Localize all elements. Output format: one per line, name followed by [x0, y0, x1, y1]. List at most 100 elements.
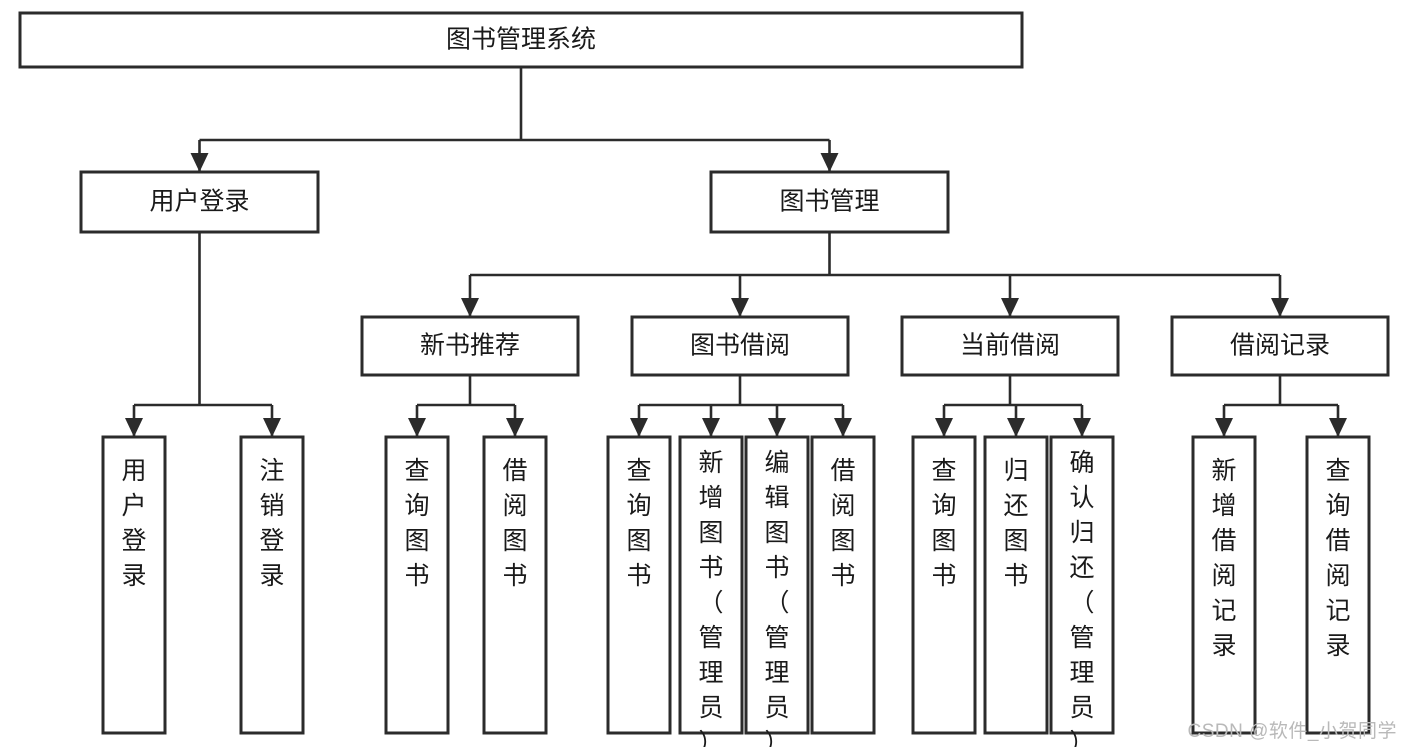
arrow-head-icon	[1271, 298, 1289, 317]
node-label-leaf-add-book-char-1: 增	[698, 484, 723, 512]
node-label-leaf-query-borrow-record-char-0: 查	[1325, 457, 1350, 485]
node-label-leaf-logout-char-1: 销	[259, 492, 284, 520]
node-label-leaf-add-book-char-2: 图	[698, 519, 723, 547]
node-label-leaf-query-book-borrow-char-2: 图	[626, 527, 651, 555]
node-box-leaf-add-borrow-record[interactable]	[1191, 435, 1257, 735]
node-box-book-management[interactable]	[709, 170, 950, 234]
node-current-borrow[interactable]: 当前借阅	[900, 315, 1120, 377]
arrow-head-icon	[1215, 418, 1233, 437]
node-label-leaf-borrow-book-recommend-char-3: 书	[502, 562, 527, 590]
arrow-head-icon	[731, 298, 749, 317]
node-label-leaf-add-book-char-5: 管	[698, 624, 723, 652]
arrow-head-icon	[461, 298, 479, 317]
node-label-leaf-user-login-char-3: 录	[121, 562, 146, 590]
node-label-leaf-query-borrow-record-char-1: 询	[1325, 492, 1350, 520]
node-box-new-book-recommend[interactable]	[360, 315, 580, 377]
arrow-head-icon	[630, 418, 648, 437]
node-label-leaf-confirm-return-char-5: 管	[1069, 624, 1094, 652]
node-label-leaf-edit-book-char-6: 理	[764, 659, 789, 687]
node-box-root[interactable]	[18, 11, 1024, 69]
node-label-leaf-user-login-char-2: 登	[121, 527, 146, 555]
node-box-leaf-query-book-recommend[interactable]	[384, 435, 450, 735]
node-label-leaf-edit-book-char-1: 辑	[764, 484, 789, 512]
node-label-leaf-add-borrow-record-char-2: 借	[1211, 527, 1236, 555]
node-box-leaf-confirm-return[interactable]	[1049, 435, 1115, 735]
node-label-leaf-query-book-borrow-char-3: 书	[626, 562, 651, 590]
node-box-user-login[interactable]	[79, 170, 320, 234]
node-box-leaf-return-book[interactable]	[983, 435, 1049, 735]
node-label-leaf-return-book-char-0: 归	[1003, 457, 1028, 485]
node-box-leaf-logout[interactable]	[239, 435, 305, 735]
node-box-leaf-add-book[interactable]	[678, 435, 744, 735]
node-box-leaf-edit-book[interactable]	[744, 435, 810, 735]
node-label-leaf-add-book-char-7: 员	[698, 694, 723, 722]
node-box-leaf-borrow-book-recommend[interactable]	[482, 435, 548, 735]
node-box-leaf-user-login[interactable]	[101, 435, 167, 735]
node-book-management[interactable]: 图书管理	[709, 170, 950, 234]
node-label-leaf-query-book-recommend-char-0: 查	[404, 457, 429, 485]
node-box-leaf-query-book-borrow[interactable]	[606, 435, 672, 735]
node-leaf-user-login[interactable]: 用户登录	[101, 435, 167, 735]
arrow-head-icon	[768, 418, 786, 437]
node-label-leaf-query-borrow-record-char-3: 阅	[1325, 562, 1350, 590]
node-label-leaf-logout-char-2: 登	[259, 527, 284, 555]
node-label-leaf-logout-char-0: 注	[259, 457, 284, 485]
node-label-leaf-confirm-return-char-0: 确	[1069, 449, 1094, 477]
arrow-head-icon	[820, 153, 839, 172]
node-box-borrow-record[interactable]	[1170, 315, 1390, 377]
node-label-root: 图书管理系统	[446, 26, 596, 54]
node-label-book-borrow: 图书借阅	[690, 332, 790, 360]
arrow-head-icon	[263, 418, 281, 437]
node-box-leaf-query-borrow-record[interactable]	[1305, 435, 1371, 735]
node-label-leaf-add-borrow-record-char-4: 记	[1211, 597, 1236, 625]
node-label-leaf-query-book-current-char-0: 查	[931, 457, 956, 485]
node-box-book-borrow[interactable]	[630, 315, 850, 377]
node-box-leaf-borrow-book[interactable]	[810, 435, 876, 735]
arrow-head-icon	[1073, 418, 1091, 437]
node-new-book-recommend[interactable]: 新书推荐	[360, 315, 580, 377]
node-label-leaf-add-book-char-0: 新	[698, 449, 723, 477]
node-label-leaf-query-book-recommend-char-3: 书	[404, 562, 429, 590]
watermark-label: CSDN @软件_小贺同学	[1187, 721, 1397, 742]
arrow-head-icon	[506, 418, 524, 437]
node-label-leaf-edit-book-char-5: 管	[764, 624, 789, 652]
node-label-leaf-confirm-return-char-6: 理	[1069, 659, 1094, 687]
node-box-leaf-query-book-current[interactable]	[911, 435, 977, 735]
node-label-leaf-confirm-return-char-7: 员	[1069, 694, 1094, 722]
node-label-leaf-add-book-char-8: ）	[698, 729, 723, 747]
node-label-leaf-add-borrow-record-char-1: 增	[1211, 492, 1236, 520]
node-label-leaf-logout-char-3: 录	[259, 562, 284, 590]
node-label-leaf-add-borrow-record-char-5: 录	[1211, 632, 1236, 660]
node-box-current-borrow[interactable]	[900, 315, 1120, 377]
node-label-leaf-confirm-return-char-1: 认	[1069, 484, 1094, 512]
node-label-leaf-user-login-char-0: 用	[121, 457, 146, 485]
node-label-leaf-query-book-current-char-2: 图	[931, 527, 956, 555]
node-root[interactable]: 图书管理系统	[18, 11, 1024, 69]
arrow-head-icon	[1329, 418, 1347, 437]
node-label-leaf-return-book-char-2: 图	[1003, 527, 1028, 555]
node-book-borrow[interactable]: 图书借阅	[630, 315, 850, 377]
arrow-head-icon	[408, 418, 426, 437]
node-borrow-record[interactable]: 借阅记录	[1170, 315, 1390, 377]
node-label-book-management: 图书管理	[779, 188, 879, 216]
node-label-borrow-record: 借阅记录	[1230, 332, 1330, 360]
node-label-leaf-borrow-book-char-2: 图	[830, 527, 855, 555]
node-label-leaf-borrow-book-recommend-char-1: 阅	[502, 492, 527, 520]
node-label-leaf-query-borrow-record-char-4: 记	[1325, 597, 1350, 625]
node-user-login[interactable]: 用户登录	[79, 170, 320, 234]
node-label-leaf-query-book-current-char-3: 书	[931, 562, 956, 590]
